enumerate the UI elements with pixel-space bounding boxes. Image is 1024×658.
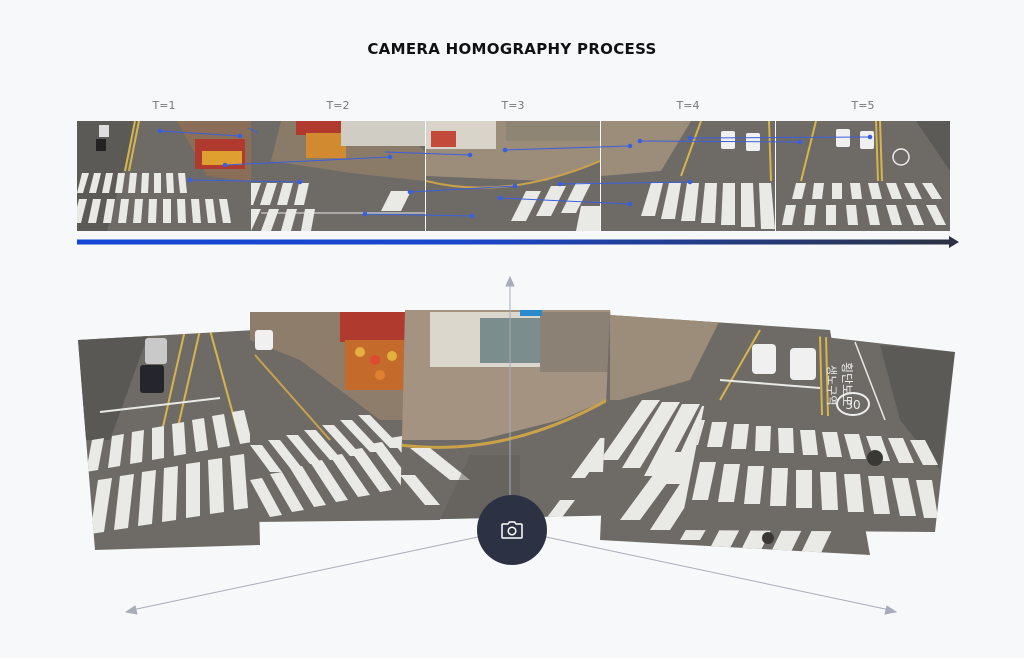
road-text-top: 횡단보도 [840, 362, 854, 406]
frame-t5 [776, 121, 950, 231]
pano-tile-1 [78, 330, 260, 550]
time-label-3: T=3 [501, 99, 525, 112]
time-label-4: T=4 [676, 99, 700, 112]
pano-tile-2 [250, 312, 440, 522]
time-label-2: T=2 [326, 99, 350, 112]
frame-t1 [77, 121, 251, 231]
pano-tile-4 [600, 315, 870, 555]
page-title: CAMERA HOMOGRAPHY PROCESS [367, 40, 657, 58]
time-label-1: T=1 [152, 99, 176, 112]
frame-t3 [426, 121, 600, 231]
timeline-arrow [77, 236, 959, 248]
time-label-5: T=5 [851, 99, 875, 112]
speed-marking: 30 [845, 398, 860, 412]
pano-tile-5: 횡단보도 생노구역 30 [680, 325, 955, 532]
frame-t4 [601, 121, 775, 231]
camera-icon [501, 521, 523, 539]
frame-t2 [251, 121, 425, 231]
camera-button[interactable] [477, 495, 547, 565]
road-text-bottom: 생노구역 [825, 365, 838, 405]
pano-tile-3 [400, 310, 630, 520]
